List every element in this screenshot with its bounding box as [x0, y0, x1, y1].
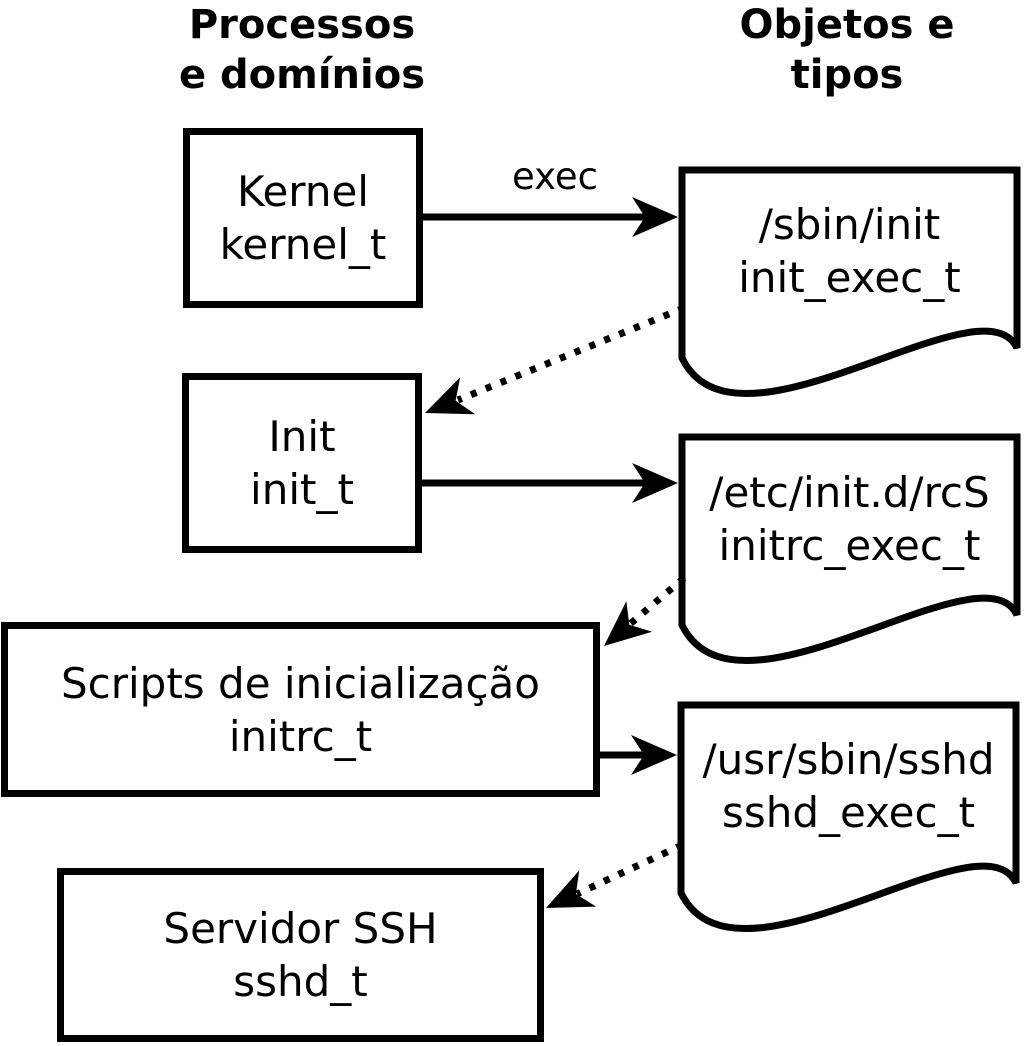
object-type: initrc_exec_t: [718, 521, 981, 570]
exec-arrow-scripts-to-sshd: [599, 735, 677, 775]
object-path: /etc/init.d/rcS: [709, 468, 990, 517]
column-header-processes-line1: Processos: [188, 2, 416, 48]
column-header-objects-line2: tipos: [790, 52, 904, 98]
transition-arrow-rcs-to-initrc-t: [604, 575, 687, 646]
transition-arrow-sbin-init-to-init-t: [425, 304, 686, 415]
process-domain: sshd_t: [233, 957, 368, 1006]
document-shape-usr-sbin-sshd: [677, 701, 1020, 932]
process-name: Kernel: [237, 167, 369, 216]
object-label-usr-sbin-sshd: /usr/sbin/sshd sshd_exec_t: [681, 733, 1016, 839]
process-name: Init: [268, 412, 336, 461]
process-domain: initrc_t: [228, 711, 373, 761]
document-shape-sbin-init: [678, 166, 1021, 397]
object-path: /sbin/init: [758, 200, 941, 249]
object-type: sshd_exec_t: [721, 788, 976, 837]
process-name: Servidor SSH: [163, 904, 438, 953]
object-path: /usr/sbin/sshd: [702, 735, 995, 784]
column-header-processes: Processos e domínios: [102, 0, 502, 100]
transition-arrow-sshd-to-sshd-t: [546, 841, 684, 908]
exec-edge-label: exec: [512, 155, 598, 198]
process-box-kernel: Kernel kernel_t: [183, 128, 423, 308]
process-box-init: Init init_t: [182, 373, 422, 553]
column-header-objects-line1: Objetos e: [739, 2, 955, 48]
column-header-objects: Objetos e tipos: [647, 0, 1024, 100]
object-type: init_exec_t: [738, 253, 961, 302]
document-shape-etc-initd-rcs: [678, 433, 1021, 664]
exec-arrow-init-to-rcs: [422, 463, 678, 503]
column-header-processes-line2: e domínios: [178, 52, 426, 98]
process-domain: init_t: [250, 465, 354, 514]
object-label-sbin-init: /sbin/init init_exec_t: [682, 198, 1017, 304]
process-box-ssh-server: Servidor SSH sshd_t: [57, 868, 544, 1042]
process-domain: kernel_t: [219, 220, 387, 269]
process-name: Scripts de inicialização: [60, 658, 540, 708]
exec-arrow-kernel-to-sbin-init: [423, 197, 678, 237]
process-box-init-scripts: Scripts de inicialização initrc_t: [1, 622, 600, 797]
object-label-etc-initd-rcs: /etc/init.d/rcS initrc_exec_t: [682, 466, 1017, 572]
